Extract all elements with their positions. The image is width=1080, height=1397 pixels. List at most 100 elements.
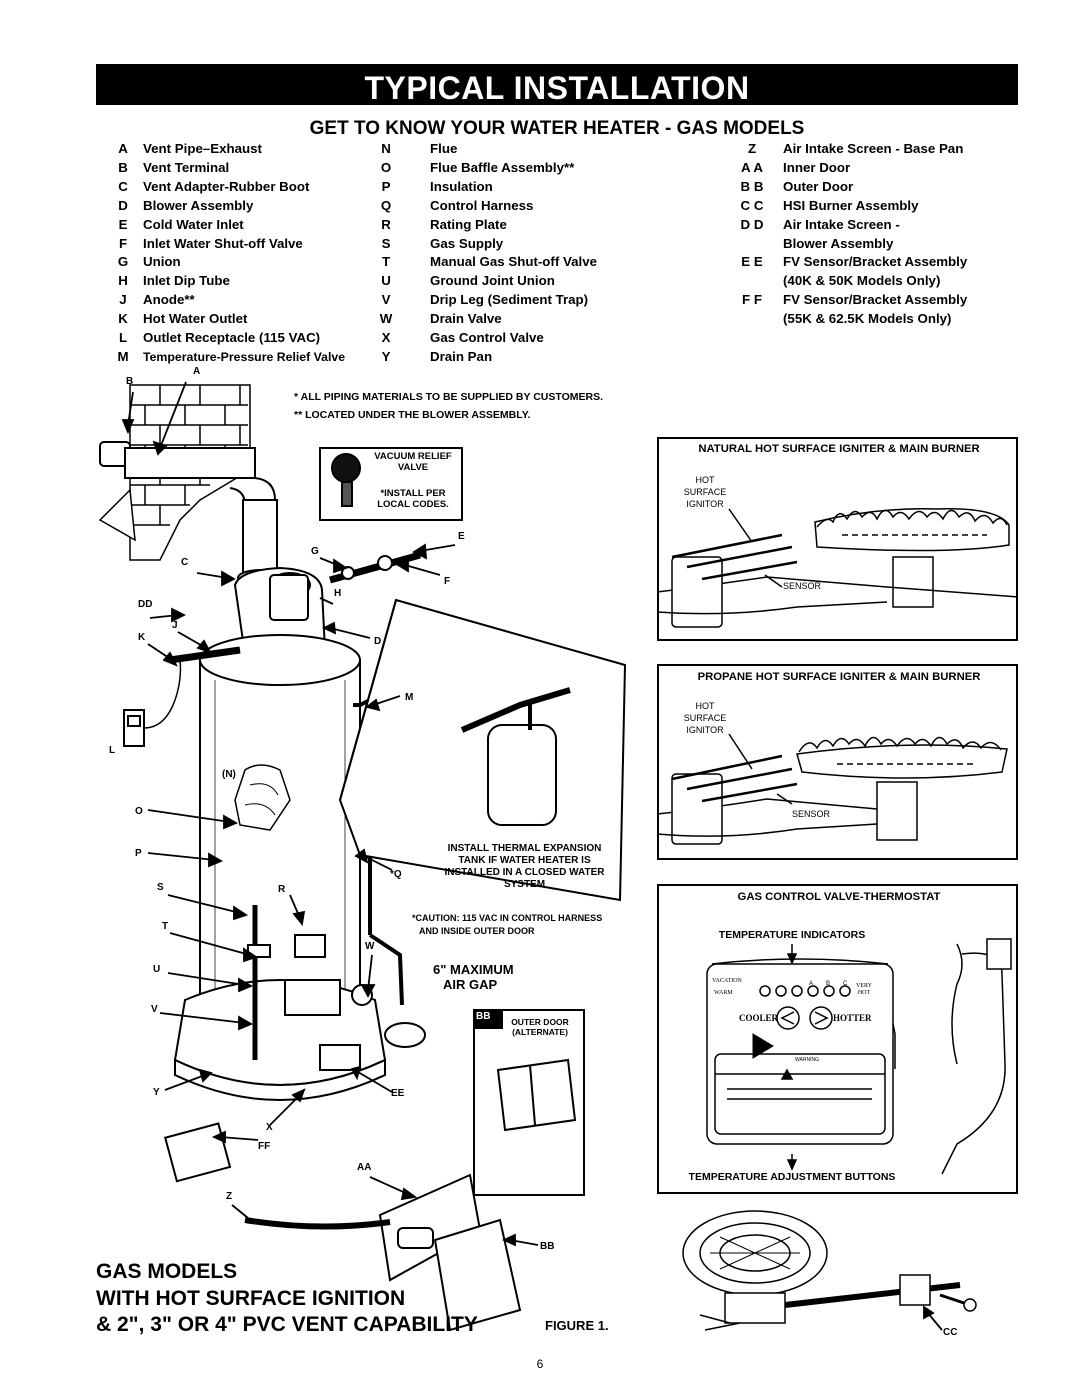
legend-label: Inlet Dip Tube: [143, 273, 230, 289]
legend-label: Union: [143, 254, 181, 270]
legend-code: S: [381, 235, 391, 251]
legend-code: E E: [741, 254, 763, 270]
legend-code: H: [118, 273, 128, 289]
indicator-letter-c: C: [843, 981, 848, 987]
callout-A: A: [193, 366, 201, 377]
outer-door-alt-label: OUTER DOOR(ALTERNATE): [511, 1017, 569, 1037]
legend-label: Outer Door: [783, 178, 854, 194]
door-parts: [244, 1173, 522, 1332]
legend-code: C: [118, 178, 128, 194]
legend-label: FV Sensor/Bracket Assembly: [783, 292, 968, 308]
callout-S: S: [157, 882, 164, 893]
legend-label: Manual Gas Shut-off Valve: [430, 254, 597, 270]
callout-P: P: [135, 848, 142, 859]
legend-code: X: [381, 330, 391, 345]
propane-burner-drawing: [656, 733, 1008, 845]
legend-label: Inner Door: [783, 159, 851, 175]
legend-code: D D: [740, 216, 764, 232]
indicator-letter-b: B: [826, 981, 831, 987]
legend-code: U: [381, 273, 391, 289]
legend-code: A: [118, 141, 128, 156]
callout-FF: FF: [258, 1141, 271, 1152]
legend-code: W: [379, 311, 393, 327]
natural-panel-title: NATURAL HOT SURFACE IGNITER & MAIN BURNE…: [698, 443, 980, 455]
legend-label: Flue Baffle Assembly**: [430, 159, 575, 175]
warm-label: WARM: [714, 990, 733, 996]
legend-code: L: [118, 330, 128, 345]
legend-label: Drain Pan: [430, 348, 493, 364]
thermostat-drawing: [706, 938, 1012, 1175]
legend-label: Temperature-Pressure Relief Valve: [143, 349, 346, 364]
hotter-label: HOTTER: [833, 1013, 872, 1023]
legend-label: Anode**: [143, 292, 195, 308]
caution-line-1: *CAUTION: 115 VAC IN CONTROL HARNESS: [412, 913, 603, 923]
vacation-label: VACATION: [712, 978, 742, 984]
callout-M: M: [405, 692, 414, 703]
outlet-receptacle: [123, 659, 182, 747]
natural-burner-drawing: [656, 508, 1019, 628]
legend-code: G: [117, 254, 129, 270]
legend-code: R: [381, 216, 391, 232]
callout-J: J: [172, 620, 178, 631]
legend-label: Gas Supply: [430, 235, 504, 251]
page-number: 6: [536, 1357, 544, 1371]
temp-adjust-label: TEMPERATURE ADJUSTMENT BUTTONS: [688, 1171, 896, 1183]
legend-label: (40K & 50K Models Only): [783, 273, 941, 289]
callout-B: B: [126, 376, 134, 387]
legend-code: B B: [740, 178, 764, 194]
legend-label: Vent Pipe–Exhaust: [143, 141, 262, 156]
legend-code: V: [381, 292, 391, 308]
callout-O: O: [135, 806, 143, 817]
legend-code: K: [118, 311, 128, 327]
title-bar: [96, 64, 1018, 105]
outer-door-code: BB: [476, 1011, 491, 1022]
footer-gas-models: GAS MODELS: [96, 1260, 238, 1283]
legend-code: Y: [381, 348, 391, 364]
legend-label: Control Harness: [430, 197, 534, 213]
legend-label: Insulation: [430, 178, 493, 194]
hsi-burner-assembly: [682, 1210, 977, 1331]
callout-Y: Y: [153, 1087, 160, 1098]
callout-T: T: [162, 921, 169, 932]
legend-label: HSI Burner Assembly: [783, 197, 919, 213]
callout-L: L: [109, 745, 116, 756]
legend-label: Blower Assembly: [143, 197, 254, 213]
propane-panel-title: PROPANE HOT SURFACE IGNITER & MAIN BURNE…: [697, 671, 981, 683]
legend-code: N: [381, 141, 391, 156]
caution-line-2: AND INSIDE OUTER DOOR: [419, 926, 535, 936]
indicator-letter-a: A: [809, 981, 814, 987]
callout-Q: *Q: [390, 869, 402, 880]
legend-label: Cold Water Inlet: [143, 216, 244, 232]
note-located: ** LOCATED UNDER THE BLOWER ASSEMBLY.: [294, 409, 531, 421]
cooler-label: COOLER: [739, 1013, 779, 1023]
callout-EE: EE: [391, 1088, 405, 1099]
legend-code: D: [118, 197, 128, 213]
legend-code: Q: [380, 197, 392, 213]
legend-code: F: [118, 235, 128, 251]
callout-G: G: [311, 546, 319, 557]
callout-N: (N): [222, 769, 236, 780]
legend-label: (55K & 62.5K Models Only): [783, 311, 952, 327]
legend-label: Flue: [430, 141, 458, 156]
legend-label: Vent Terminal: [143, 159, 230, 175]
legend-code: J: [119, 292, 127, 308]
legend-label: FV Sensor/Bracket Assembly: [783, 254, 968, 270]
warning-label: WARNING: [795, 1057, 819, 1063]
propane-sensor-label: SENSOR: [792, 809, 831, 819]
legend-code: B: [118, 159, 128, 175]
callout-H: H: [334, 588, 342, 599]
temp-indicators-label: TEMPERATURE INDICATORS: [718, 929, 866, 941]
callout-V: V: [151, 1004, 158, 1015]
figure-caption: FIGURE 1.: [545, 1318, 609, 1333]
callout-U: U: [153, 964, 161, 975]
page-title: TYPICAL INSTALLATION: [364, 70, 750, 106]
page-subtitle: GET TO KNOW YOUR WATER HEATER - GAS MODE…: [309, 118, 805, 139]
callout-CC: CC: [943, 1327, 958, 1338]
callout-D: D: [374, 636, 382, 647]
callout-Z: Z: [226, 1191, 233, 1202]
